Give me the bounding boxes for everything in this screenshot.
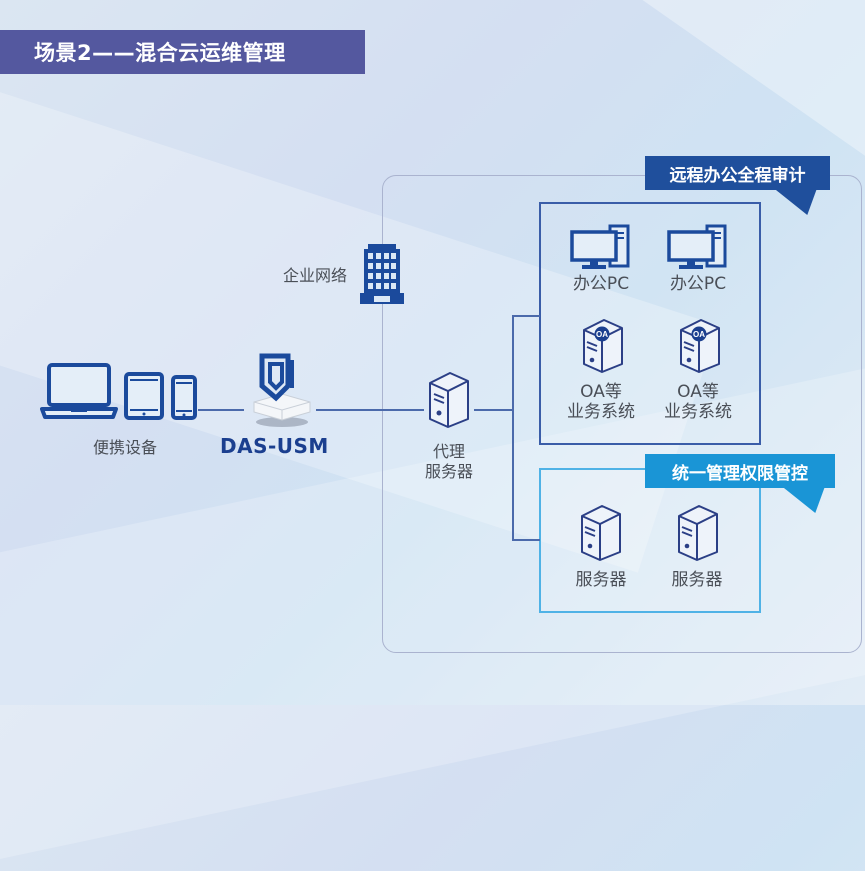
connector-bracket-top <box>512 315 540 317</box>
oa-system-label: OA等 业务系统 <box>653 382 743 422</box>
oa-system-label-line1: OA等 <box>677 382 719 402</box>
oa-server-icon: OA <box>680 319 720 373</box>
connector-bracket-bottom <box>512 539 540 541</box>
oa-server-icon: OA <box>583 319 623 373</box>
connector-proxy-to-bracket <box>474 409 514 411</box>
proxy-server-label-line2: 服务器 <box>424 462 473 481</box>
das-usm-label: DAS-USM <box>220 434 329 458</box>
enterprise-network-frame <box>382 175 862 653</box>
connector-devices-to-das <box>198 409 244 411</box>
das-usm-appliance-icon <box>253 353 311 427</box>
server-label: 服务器 <box>575 570 627 590</box>
oa-system-label-line1: OA等 <box>580 382 622 402</box>
page-title: 场景2——混合云运维管理 <box>0 30 365 74</box>
tablet-icon <box>124 372 164 420</box>
proxy-server-label: 代理 服务器 <box>404 442 494 482</box>
phone-icon <box>171 375 197 420</box>
proxy-server-label-line1: 代理 <box>432 442 465 461</box>
office-pc-label: 办公PC <box>669 274 727 294</box>
callout-remote-audit: 远程办公全程审计 <box>645 156 830 190</box>
oa-badge: OA <box>693 330 705 339</box>
callout-unified-control: 统一管理权限管控 <box>645 454 835 488</box>
server-group <box>539 468 761 613</box>
oa-system-label-line2: 业务系统 <box>664 402 732 422</box>
server-icon <box>678 505 718 561</box>
office-pc-label: 办公PC <box>572 274 630 294</box>
oa-system-label-line2: 业务系统 <box>567 402 635 422</box>
connector-bracket-vertical <box>512 315 514 541</box>
server-label: 服务器 <box>671 570 723 590</box>
desktop-pc-icon <box>667 224 727 269</box>
desktop-pc-icon <box>570 224 630 269</box>
laptop-icon <box>40 363 118 419</box>
oa-system-label: OA等 业务系统 <box>556 382 646 422</box>
oa-badge: OA <box>596 330 608 339</box>
server-icon <box>429 372 469 428</box>
connector-das-to-proxy <box>316 409 424 411</box>
enterprise-network-label: 企业网络 <box>282 266 347 285</box>
portable-devices-label: 便携设备 <box>92 438 157 457</box>
server-icon <box>581 505 621 561</box>
building-icon <box>360 244 404 304</box>
